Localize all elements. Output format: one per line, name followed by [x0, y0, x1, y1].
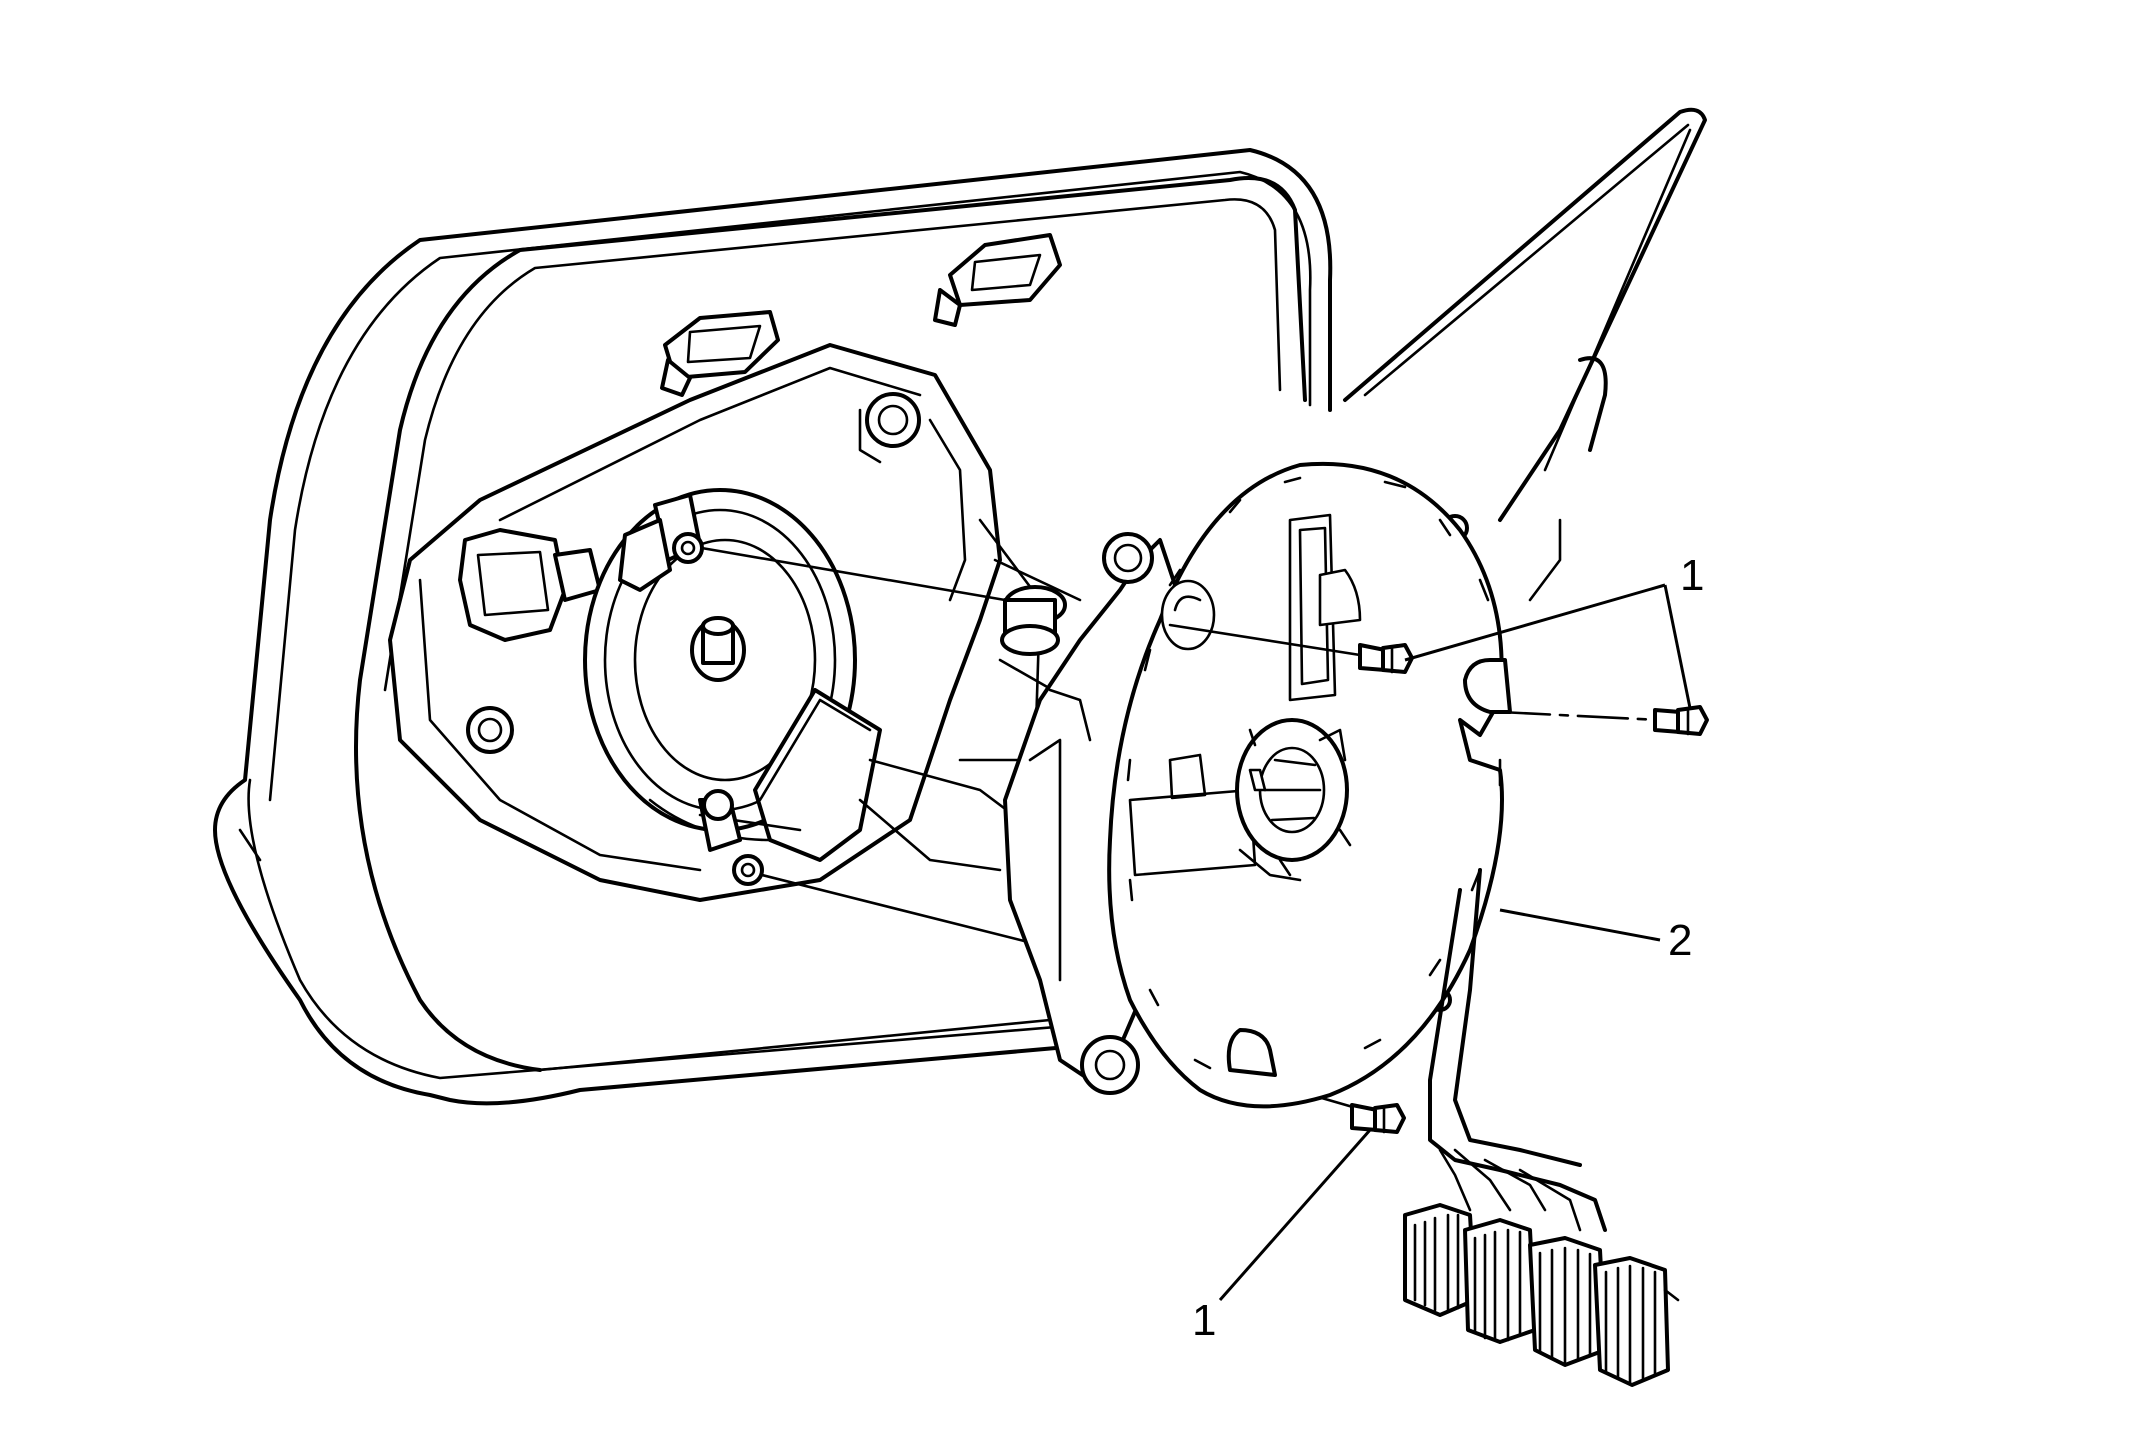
pivot-stud-upper: [672, 532, 704, 564]
left-clip: [458, 528, 602, 642]
mirror-support-arm: [1343, 107, 1707, 602]
pivot-socket: [583, 488, 1022, 872]
callout-leaders: [1218, 583, 1692, 1301]
callout-bolt-upper: 1: [1680, 551, 1704, 600]
bolt-upper-center: [1168, 623, 1414, 674]
electrical-connectors: [1403, 1203, 1680, 1387]
bolt-lower: [1350, 1103, 1406, 1134]
pivot-stud-lower: [732, 854, 764, 886]
bolt-upper-right: [1498, 705, 1709, 736]
base-boss-left: [466, 706, 514, 754]
motor-actuator-face: [1107, 461, 1512, 1109]
callout-bolt-lower: 1: [1192, 1296, 1216, 1345]
callout-motor-actuator: 2: [1668, 916, 1692, 965]
wire-harness: [1428, 868, 1607, 1232]
glass-clips: [660, 233, 1062, 397]
mirror-housing: [213, 148, 1333, 1106]
